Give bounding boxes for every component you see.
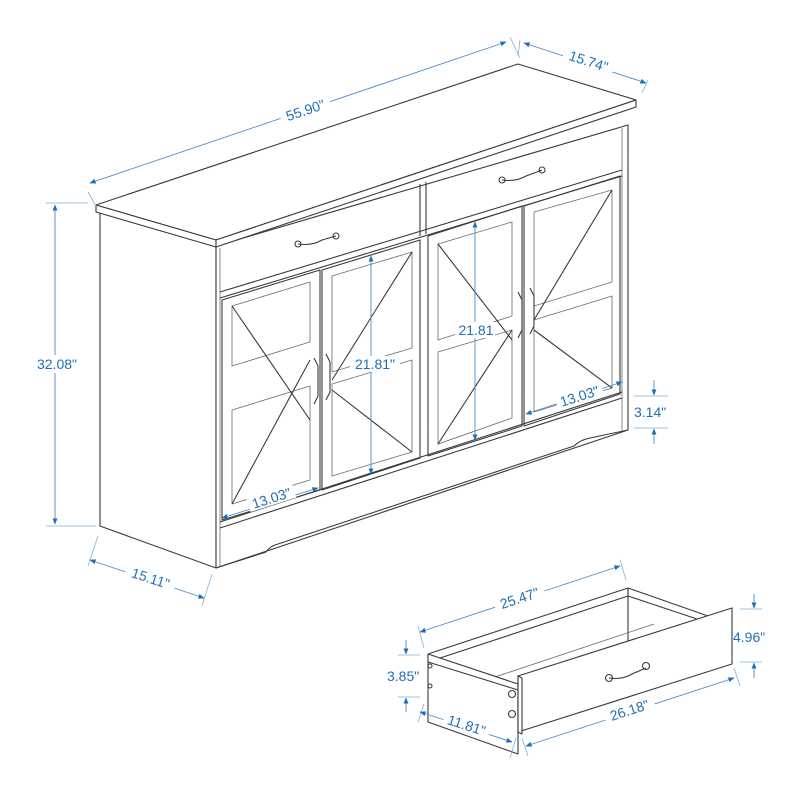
dim-door-height-right: 21.81	[458, 322, 493, 338]
cabinet-side-panel	[99, 212, 217, 569]
dim-base-height: 3.14"	[634, 404, 666, 420]
dim-drawer-inner-length: 25.47"	[498, 584, 541, 612]
dim-overall-width: 55.90"	[284, 96, 327, 124]
dim-top-depth: 15.74"	[567, 47, 610, 75]
drawer-side-panel	[427, 653, 519, 755]
dim-drawer-front-height: 4.96"	[733, 629, 765, 645]
drawer-dimensions: 25.47" 4.96" 3.85" 11.81" 26.18"	[387, 559, 765, 759]
dim-overall-height: 32.08"	[37, 356, 77, 372]
door-handles	[313, 287, 535, 405]
dim-side-depth: 15.11"	[130, 564, 172, 591]
dim-door-height-left: 21.81"	[355, 356, 395, 372]
cabinet-base-curve	[215, 429, 629, 569]
dim-drawer-side-height: 3.85"	[387, 668, 419, 684]
cabinet-illustration	[95, 63, 637, 569]
